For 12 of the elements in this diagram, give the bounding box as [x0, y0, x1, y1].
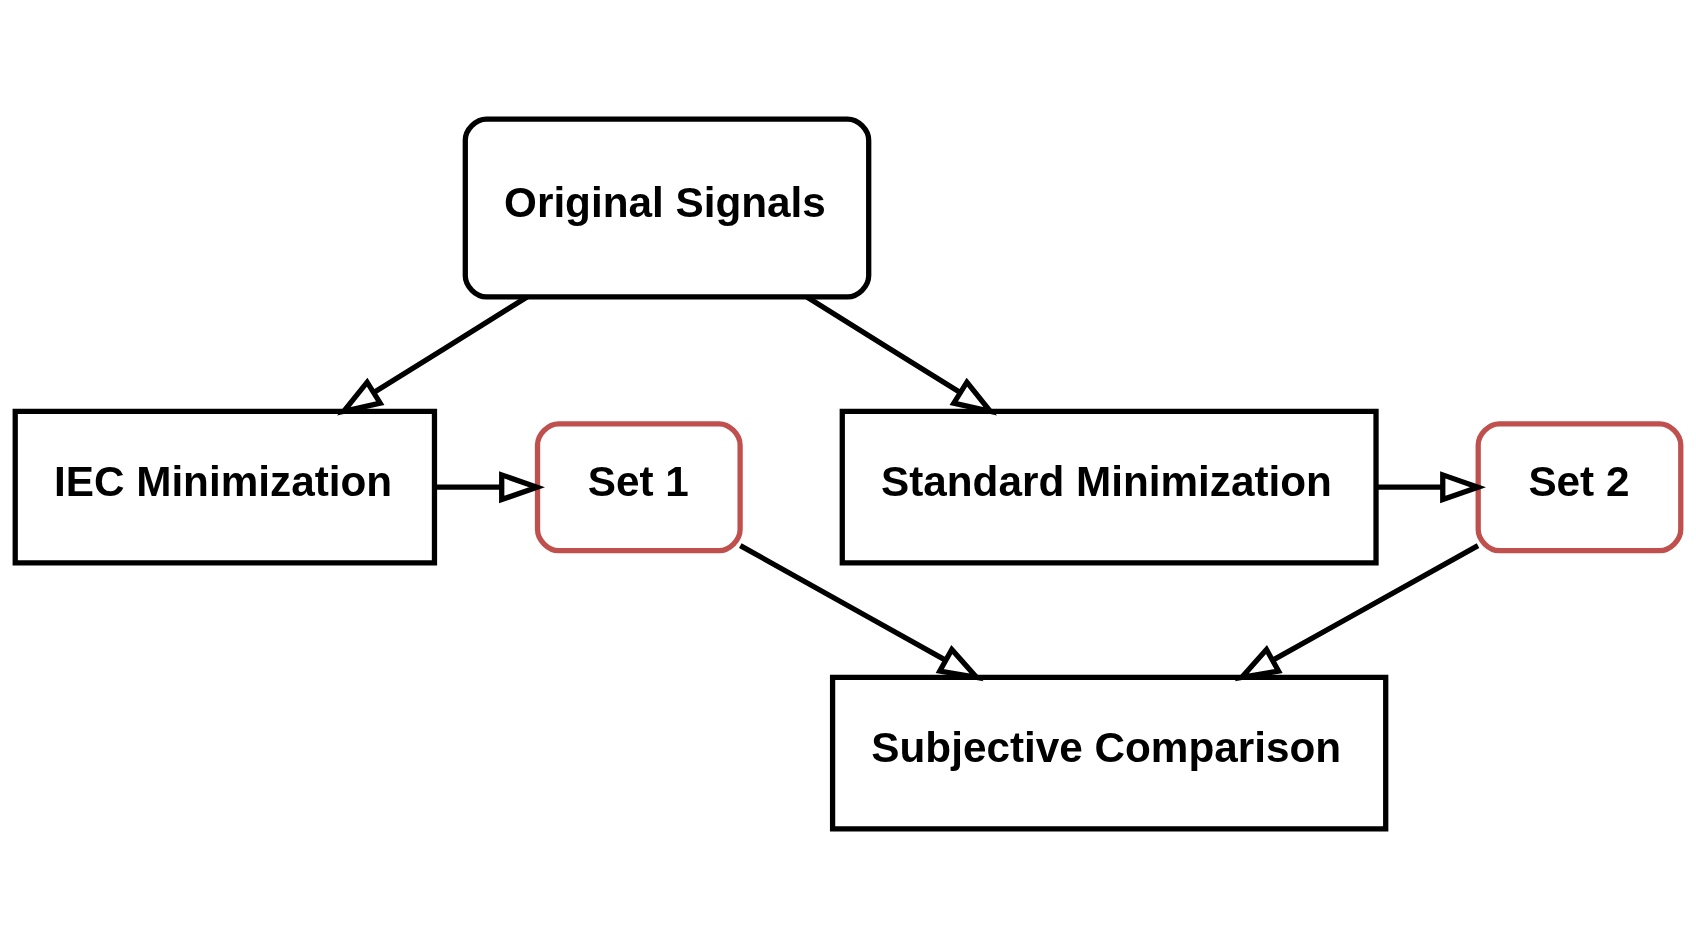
- arrow: [337, 294, 529, 416]
- arrow: [805, 294, 997, 416]
- node-box: IEC Minimization: [12, 408, 438, 566]
- node-box: Standard Minimization: [839, 408, 1379, 566]
- node-box: Set 2: [1475, 420, 1684, 553]
- arrow: [739, 542, 984, 681]
- arrow: [435, 470, 545, 503]
- node-box: Subjective Comparison: [829, 674, 1389, 832]
- node-box: Set 1: [534, 420, 743, 553]
- node-box: Original Signals: [462, 115, 872, 300]
- arrow: [1376, 470, 1486, 503]
- arrow: [1234, 542, 1480, 681]
